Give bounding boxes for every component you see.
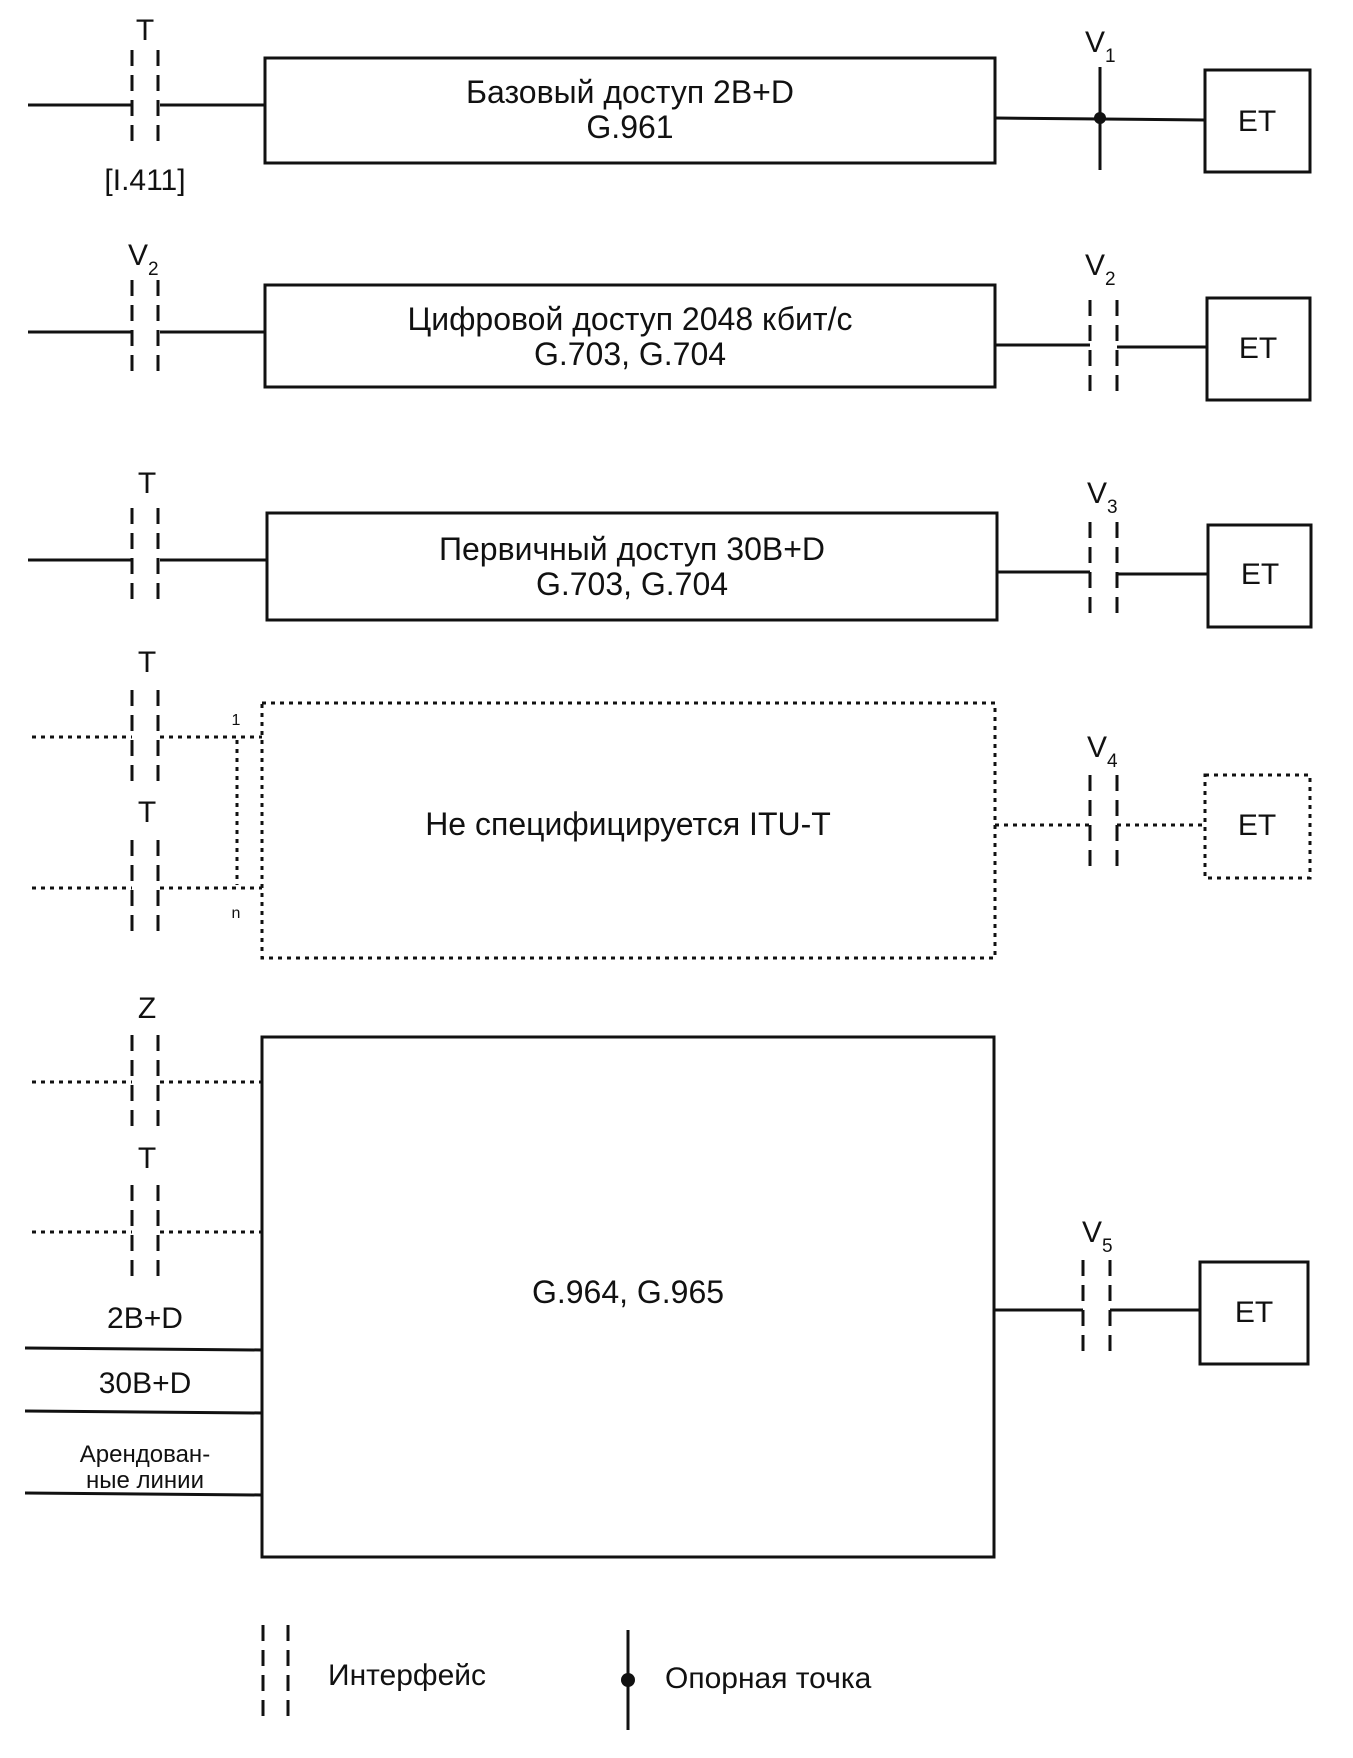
primary-access-box	[265, 511, 999, 622]
et-box	[1205, 296, 1312, 402]
primary-access-title: Первичный доступ 30B+D	[439, 531, 825, 567]
input-label-30bd: 30B+D	[99, 1367, 192, 1400]
digital-access-box	[263, 283, 997, 389]
legend-interface-label: Интерфейс	[328, 1659, 486, 1692]
row-digital-access: V2 Цифровой доступ 2048 кбит/с G.703, G.…	[28, 239, 1312, 402]
row-v5-interface: Z T 2B+D 30B+D Арендован- ные линии G.96…	[24, 992, 1310, 1559]
et-label: ET	[1238, 809, 1276, 842]
basic-access-standard: G.961	[586, 109, 673, 145]
et-box-dotted	[1203, 773, 1312, 880]
input-label-2bd: 2B+D	[107, 1302, 183, 1335]
reference-point-dot	[1094, 112, 1106, 124]
right-line	[997, 570, 1208, 576]
basic-access-box	[263, 56, 997, 165]
right-line	[995, 343, 1207, 349]
interface-label-t: T	[138, 467, 156, 500]
et-label: ET	[1241, 558, 1279, 591]
legend-reference-label: Опорная точка	[665, 1662, 872, 1695]
v5-access-box	[260, 1035, 996, 1559]
unspecified-box	[260, 701, 997, 960]
legend: Интерфейс Опорная точка	[261, 1625, 872, 1730]
input-line-leased	[24, 1491, 263, 1497]
row-not-specified: T T 1 n Не специфицируется ITU-T V4 ET	[32, 646, 1312, 960]
interface-label-v2: V2	[128, 239, 159, 280]
et-label: ET	[1239, 332, 1277, 365]
interface-label-t: T	[138, 1142, 156, 1175]
interface-label-z: Z	[138, 992, 156, 1025]
input-label-leased-2: ные линии	[86, 1467, 204, 1494]
input-line-30bd	[24, 1409, 263, 1415]
digital-access-title: Цифровой доступ 2048 кбит/с	[408, 301, 853, 337]
et-label: ET	[1238, 105, 1276, 138]
et-box	[1198, 1260, 1310, 1366]
port-label-last: n	[232, 905, 241, 922]
row-primary-access: T Первичный доступ 30B+D G.703, G.704 V3…	[28, 467, 1313, 629]
reference-label: V1	[1085, 26, 1116, 67]
unspecified-title: Не специфицируется ITU-T	[425, 806, 831, 842]
et-box	[1203, 68, 1312, 174]
reference-label: V2	[1085, 249, 1116, 290]
input-label-leased-1: Арендован-	[80, 1441, 210, 1468]
v5-access-standard: G.964, G.965	[532, 1274, 724, 1310]
interface-label-t: T	[138, 646, 156, 679]
row-basic-access: T [I.411] Базовый доступ 2B+D G.961 V1 E…	[28, 14, 1312, 197]
standard-note: [I.411]	[104, 164, 185, 197]
interface-label-t: T	[138, 796, 156, 829]
legend-reference-dot	[621, 1673, 635, 1687]
et-box	[1206, 523, 1313, 629]
reference-label: V4	[1087, 731, 1118, 772]
interface-label-t: T	[136, 14, 154, 47]
primary-access-standard: G.703, G.704	[536, 566, 728, 602]
reference-label: V5	[1082, 1216, 1113, 1257]
basic-access-title: Базовый доступ 2B+D	[466, 74, 794, 110]
reference-label: V3	[1087, 477, 1118, 518]
digital-access-standard: G.703, G.704	[534, 336, 726, 372]
input-line-2bd	[24, 1346, 263, 1352]
et-label: ET	[1235, 1296, 1273, 1329]
port-label-first: 1	[232, 712, 241, 729]
